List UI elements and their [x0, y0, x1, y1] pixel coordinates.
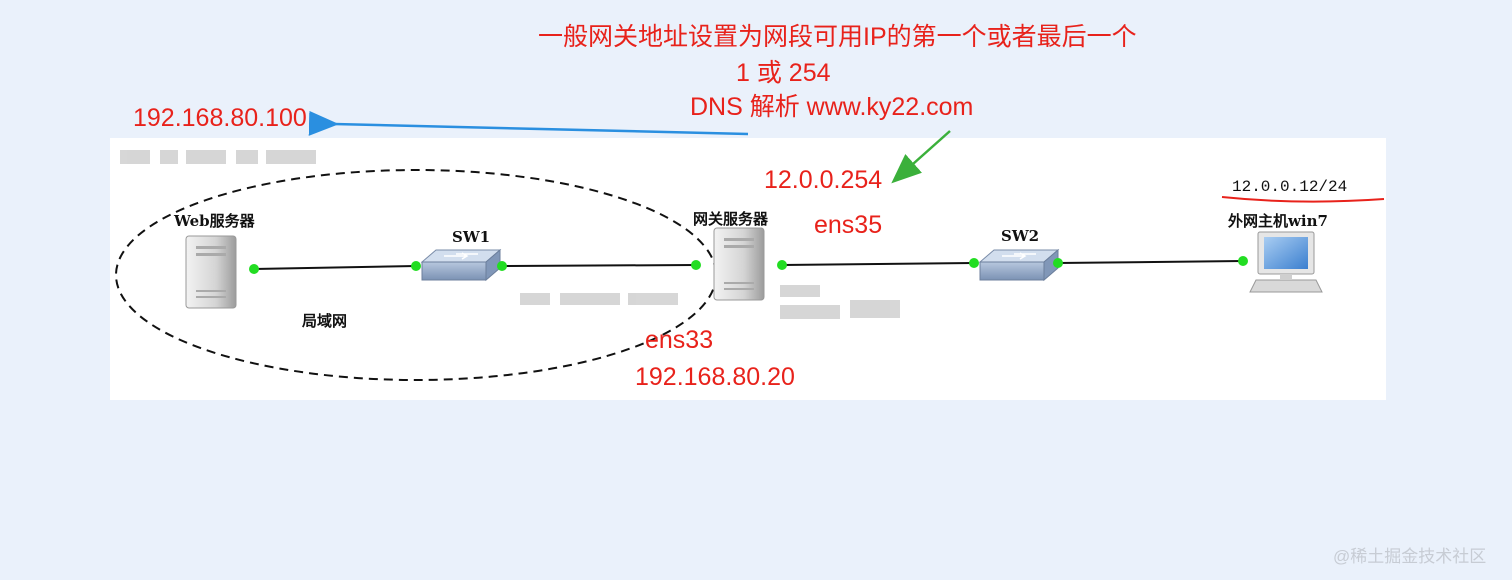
- sw2-label: SW2: [1001, 227, 1040, 245]
- watermark: @稀土掘金技术社区: [1333, 547, 1487, 566]
- port-sw1-right: [497, 261, 507, 271]
- port-web: [249, 264, 259, 274]
- port-gateway-ens35: [777, 260, 787, 270]
- red-underline: [1221, 196, 1385, 203]
- gateway-label: 网关服务器: [693, 210, 769, 228]
- dns-note: DNS 解析 www.ky22.com: [690, 93, 974, 121]
- win7-ip-label: 12.0.0.12/24: [1232, 178, 1348, 196]
- sw2-switch-icon: [978, 248, 1060, 282]
- win7-label: 外网主机win7: [1228, 212, 1328, 230]
- blue-arrow: [308, 110, 749, 136]
- range-note: 1 或 254: [736, 59, 831, 87]
- link-gateway-sw2: [781, 262, 975, 266]
- link-sw1-gateway: [501, 264, 697, 267]
- green-arrow: [891, 130, 951, 184]
- port-sw2-left: [969, 258, 979, 268]
- ens33-label: ens33: [645, 326, 714, 354]
- link-sw2-win7: [1057, 260, 1244, 264]
- lan-label: 局域网: [302, 312, 348, 330]
- gateway-external-ip: 12.0.0.254: [764, 166, 883, 194]
- port-sw2-right: [1053, 258, 1063, 268]
- ens35-label: ens35: [814, 211, 883, 239]
- links: [253, 260, 1244, 270]
- port-gateway-ens33: [691, 260, 701, 270]
- win7-computer-icon: [1249, 231, 1323, 293]
- port-sw1-left: [411, 261, 421, 271]
- port-win7: [1238, 256, 1248, 266]
- gateway-note: 一般网关地址设置为网段可用IP的第一个或者最后一个: [538, 23, 1137, 51]
- sw1-label: SW1: [452, 228, 491, 246]
- ports: [249, 256, 1248, 274]
- web-server-label: Web服务器: [174, 212, 255, 230]
- sw1-switch-icon: [420, 248, 502, 282]
- web-server-icon: [185, 235, 237, 309]
- link-web-sw1: [253, 265, 417, 270]
- web-server-ip: 192.168.80.100: [133, 104, 307, 132]
- gateway-server-icon: [713, 227, 765, 301]
- gateway-internal-ip: 192.168.80.20: [635, 363, 795, 391]
- blurred-region: [120, 150, 900, 319]
